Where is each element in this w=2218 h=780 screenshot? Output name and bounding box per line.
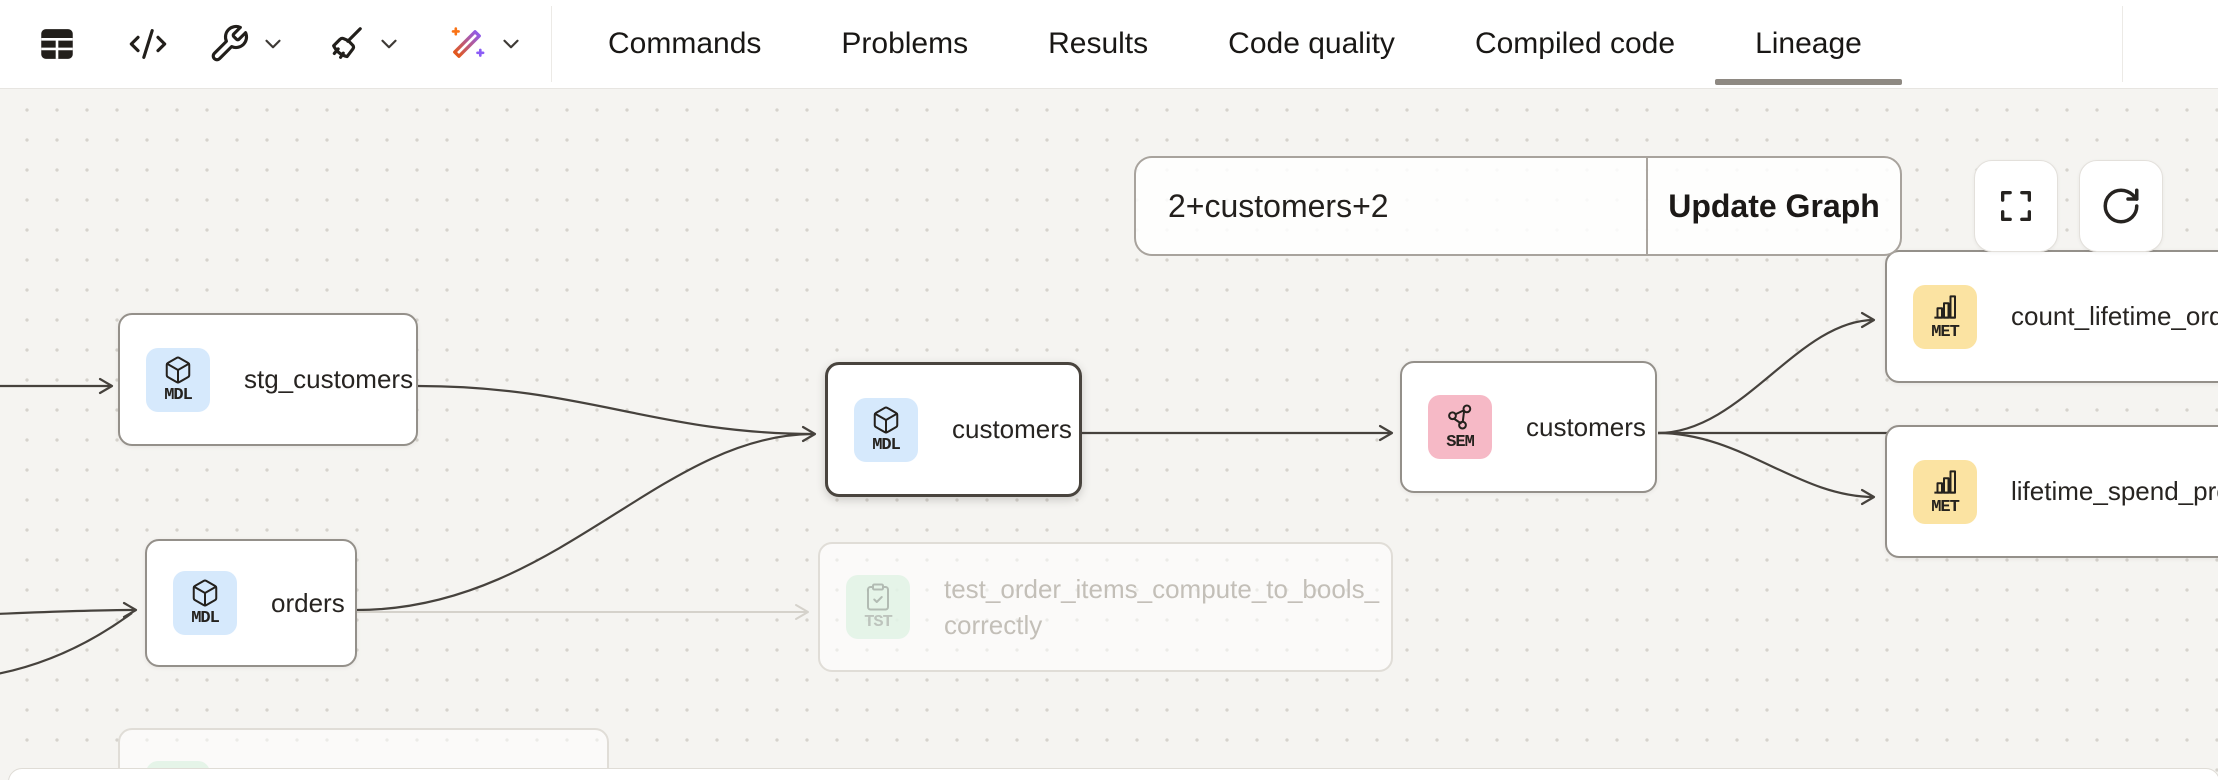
badge-label: MDL	[191, 609, 220, 628]
wrench-icon	[211, 24, 249, 62]
badge-label: MET	[1931, 497, 1960, 517]
node-label: customers	[1526, 411, 1646, 442]
code-view-button[interactable]	[122, 18, 174, 70]
node-label: stg_customers	[244, 364, 414, 394]
toolbar-divider	[2122, 6, 2123, 82]
node-label: test_order_items_compute_to_bools_correc…	[944, 574, 1380, 640]
model-badge: MDL	[173, 571, 237, 635]
cube-icon	[165, 356, 191, 383]
chevron-down-icon	[381, 39, 397, 49]
table-view-button[interactable]	[30, 17, 84, 71]
cleanup-tools-button[interactable]	[318, 17, 408, 71]
toolbar-divider	[551, 6, 552, 82]
fit-view-icon	[2001, 191, 2031, 221]
bar-chart-icon	[1934, 469, 1956, 494]
editor-tabs: Commands Problems Results Code quality C…	[608, 0, 1902, 88]
chevron-down-icon	[265, 39, 281, 49]
chevron-down-icon	[503, 39, 519, 49]
build-tools-button[interactable]	[202, 17, 292, 71]
badge-label: SEM	[1446, 433, 1475, 452]
cube-icon	[192, 579, 218, 607]
metric-badge: MET	[1913, 459, 1977, 524]
code-icon	[129, 29, 167, 59]
lineage-filter-input[interactable]	[1136, 158, 1648, 254]
top-toolbar: Commands Problems Results Code quality C…	[0, 0, 2218, 89]
ai-tools-button[interactable]	[440, 17, 530, 71]
lineage-node-stg-customers[interactable]: MDL stg_customers	[118, 313, 418, 446]
tab-lineage[interactable]: Lineage	[1715, 0, 1902, 88]
tab-code-quality[interactable]: Code quality	[1228, 0, 1395, 88]
lineage-node-customers-semantic[interactable]: SEM customers	[1400, 361, 1657, 493]
tab-compiled-code[interactable]: Compiled code	[1475, 0, 1675, 88]
metric-badge: MET	[1913, 284, 1977, 349]
network-icon	[1448, 404, 1472, 430]
refresh-icon	[2103, 188, 2139, 224]
magic-wand-icon	[451, 27, 485, 58]
badge-label: TST	[864, 613, 893, 632]
refresh-graph-button[interactable]	[2079, 160, 2163, 252]
fit-view-button[interactable]	[1974, 160, 2058, 252]
badge-label: MDL	[872, 435, 901, 455]
bottom-panel-edge	[8, 768, 2218, 780]
table-icon	[41, 29, 73, 59]
node-label: orders	[271, 587, 345, 618]
node-label: customers	[952, 414, 1072, 444]
update-graph-button[interactable]: Update Graph	[1648, 158, 1900, 254]
clipboard-check-icon	[867, 583, 889, 611]
bar-chart-icon	[1934, 294, 1956, 319]
lineage-node-orders[interactable]: MDL orders	[145, 539, 357, 667]
model-badge: MDL	[146, 347, 210, 412]
cube-icon	[873, 406, 899, 433]
lineage-node-lifetime-spend-pretax[interactable]: MET lifetime_spend_pretax	[1885, 425, 2218, 558]
node-label: lifetime_spend_pretax	[2011, 476, 2218, 506]
lineage-filter-panel: Update Graph	[1134, 156, 1902, 256]
lineage-canvas[interactable]: MDL stg_customers MDL orders MDL custome…	[0, 89, 2218, 780]
badge-label: MDL	[164, 385, 193, 405]
tab-problems[interactable]: Problems	[841, 0, 968, 88]
node-label: count_lifetime_orders	[2011, 301, 2218, 331]
lineage-node-test-order-items[interactable]: TST test_order_items_compute_to_bools_co…	[818, 542, 1393, 672]
model-badge: MDL	[854, 397, 918, 462]
test-badge: TST	[846, 575, 910, 639]
broom-icon	[332, 27, 362, 59]
semantic-badge: SEM	[1428, 395, 1492, 459]
lineage-node-count-lifetime-orders[interactable]: MET count_lifetime_orders	[1885, 250, 2218, 383]
tab-results[interactable]: Results	[1048, 0, 1148, 88]
badge-label: MET	[1931, 322, 1960, 342]
tab-commands[interactable]: Commands	[608, 0, 761, 88]
lineage-node-customers-model[interactable]: MDL customers	[825, 362, 1082, 497]
